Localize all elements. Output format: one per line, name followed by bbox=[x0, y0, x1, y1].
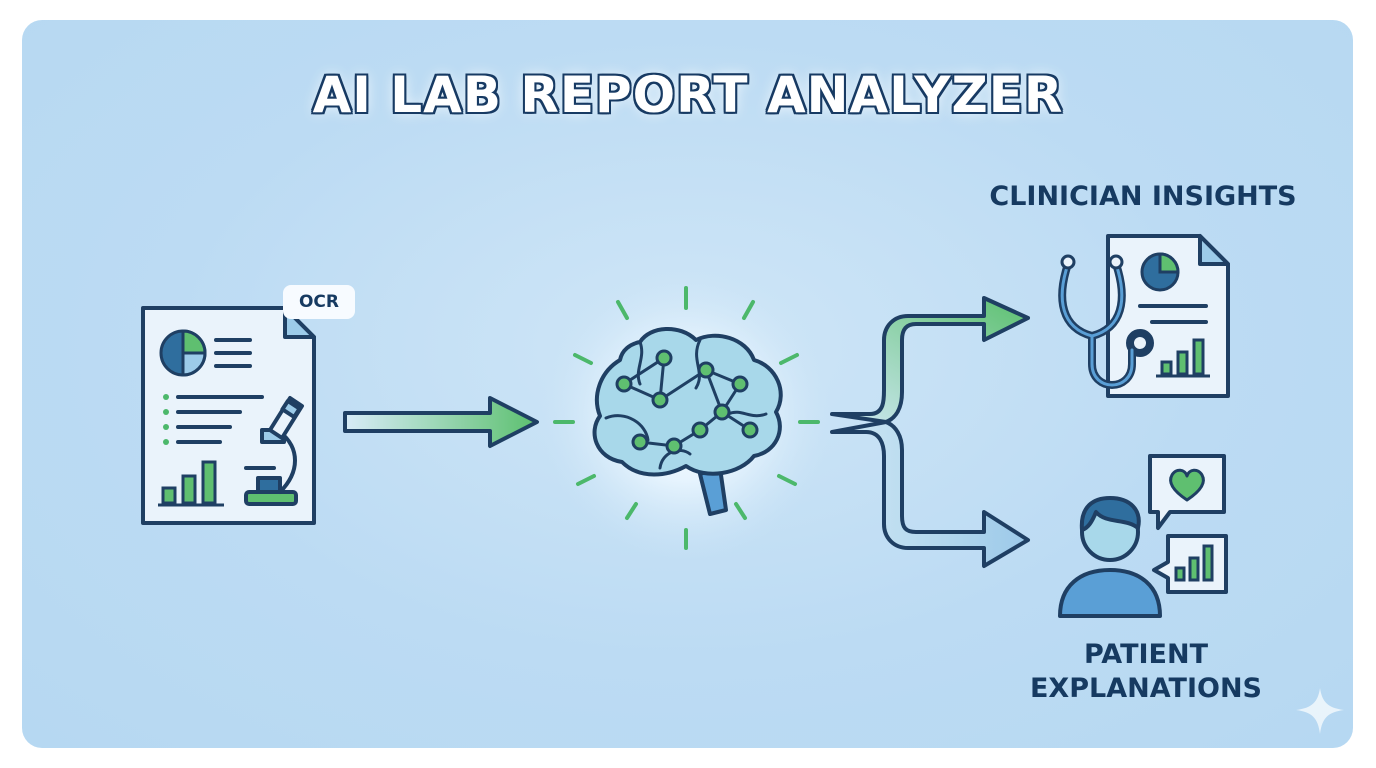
patient-label-line2: EXPLANATIONS bbox=[1029, 673, 1262, 704]
diagram-title: AI LAB REPORT ANALYZER bbox=[312, 66, 1064, 124]
input-arrow bbox=[343, 396, 539, 448]
heart-bubble-icon bbox=[1148, 454, 1226, 530]
output-arrows bbox=[830, 296, 1030, 568]
glow-rays bbox=[553, 286, 820, 550]
patient-label-line1: PATIENT bbox=[1083, 639, 1209, 670]
clinician-report-icon bbox=[1106, 234, 1230, 398]
sparkle-icon bbox=[1296, 688, 1344, 734]
chart-bubble-icon bbox=[1152, 534, 1228, 594]
bar-chart-icon bbox=[1174, 544, 1214, 582]
brain-network-icon bbox=[592, 326, 783, 516]
clinician-insights-label: CLINICIAN INSIGHTS bbox=[989, 181, 1297, 212]
person-icon bbox=[1058, 496, 1162, 618]
bar-chart-icon bbox=[158, 460, 224, 507]
bar-chart-icon bbox=[1160, 338, 1205, 376]
heart-icon bbox=[1169, 468, 1205, 502]
microscope-icon bbox=[244, 396, 304, 506]
ocr-badge: OCR bbox=[283, 285, 355, 319]
